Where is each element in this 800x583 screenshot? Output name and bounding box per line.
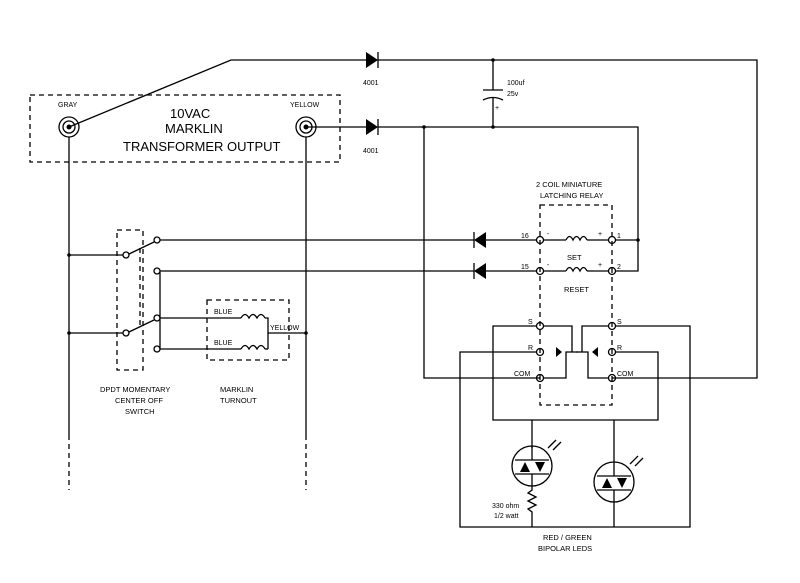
pin2-label: 2 <box>617 264 621 271</box>
coil-set-label: SET <box>567 253 582 262</box>
wire-pin2-to-rail <box>615 240 639 272</box>
capacitor-value: 100uf <box>507 80 525 87</box>
led-bipolar-2 <box>593 455 644 527</box>
capacitor-plus: + <box>495 105 499 112</box>
diode-top-label: 4001 <box>363 80 379 87</box>
reset-plus: + <box>598 262 602 269</box>
coil-set <box>565 235 588 242</box>
left-contact-arrow <box>556 347 562 357</box>
pin1-label: 1 <box>617 233 621 240</box>
wire-gray-to-top-rail <box>68 59 366 128</box>
coil-reset-label: RESET <box>564 285 589 294</box>
wire-left-contact-arm-2 <box>544 351 578 379</box>
switch-label-3: SWITCH <box>125 407 155 416</box>
left-r-label: R <box>528 345 533 352</box>
wire-turnout-common <box>265 317 306 334</box>
right-r-label: R <box>617 345 622 352</box>
led-label-2: BIPOLAR LEDS <box>538 544 592 553</box>
wire-right-contact-arm-2 <box>576 351 608 379</box>
transformer-brand: MARKLIN <box>165 121 223 136</box>
turnout-label-1: MARKLIN <box>220 385 253 394</box>
relay-title-2: LATCHING RELAY <box>540 191 604 200</box>
set-minus: - <box>547 231 550 238</box>
wire-positive-rail <box>378 126 639 240</box>
gray-label: GRAY <box>58 102 78 109</box>
wire-s-loop <box>492 325 659 421</box>
left-s-label: S <box>528 319 533 326</box>
pin16-label: 16 <box>521 233 529 240</box>
coil-reset <box>565 266 588 273</box>
wire-r-loop <box>459 325 691 528</box>
transformer-output-label: TRANSFORMER OUTPUT <box>123 139 281 154</box>
wire-top-rail <box>378 59 758 379</box>
right-com-label: COM <box>617 371 634 378</box>
transformer-voltage: 10VAC <box>170 106 210 121</box>
turnout-coil-1 <box>240 313 266 320</box>
wire-positive-down <box>423 127 540 379</box>
turnout-label-2: TURNOUT <box>220 396 257 405</box>
right-contact-arrow <box>592 347 598 357</box>
junction-dots <box>67 58 640 335</box>
led-bipolar-1 <box>511 439 562 487</box>
diode-reset <box>473 263 486 279</box>
pin15-label: 15 <box>521 264 529 271</box>
turnout-yellow-label: YELLOW <box>270 325 300 332</box>
dpdt-switch <box>122 236 161 353</box>
turnout-blue-label-2: BLUE <box>214 340 233 347</box>
switch-label-1: DPDT MOMENTARY <box>100 385 170 394</box>
resistor-label-1: 330 ohm <box>492 503 519 510</box>
relay-title-1: 2 COIL MINIATURE <box>536 180 602 189</box>
wire-right-contact-arm <box>581 325 608 352</box>
capacitor-plate-bottom <box>482 96 504 101</box>
turnout-coil-2 <box>240 344 266 351</box>
left-com-label: COM <box>514 371 531 378</box>
diode-bottom <box>366 119 379 135</box>
resistor-330 <box>526 486 538 527</box>
relay-box <box>539 204 613 406</box>
capacitor-voltage: 25v <box>507 91 519 98</box>
reset-minus: - <box>547 262 550 269</box>
switch-label-2: CENTER OFF <box>115 396 163 405</box>
wire-left-contact-arm <box>544 325 573 352</box>
diode-set <box>473 232 486 248</box>
diode-bottom-label: 4001 <box>363 148 379 155</box>
resistor-label-2: 1/2 watt <box>494 513 519 520</box>
led-label-1: RED / GREEN <box>543 533 592 542</box>
turnout-box <box>206 299 290 361</box>
right-s-label: S <box>617 319 622 326</box>
set-plus: + <box>598 231 602 238</box>
diode-top <box>366 52 379 68</box>
switch-box <box>116 229 144 371</box>
yellow-label: YELLOW <box>290 102 320 109</box>
transformer-box <box>29 94 341 163</box>
turnout-blue-label-1: BLUE <box>214 309 233 316</box>
